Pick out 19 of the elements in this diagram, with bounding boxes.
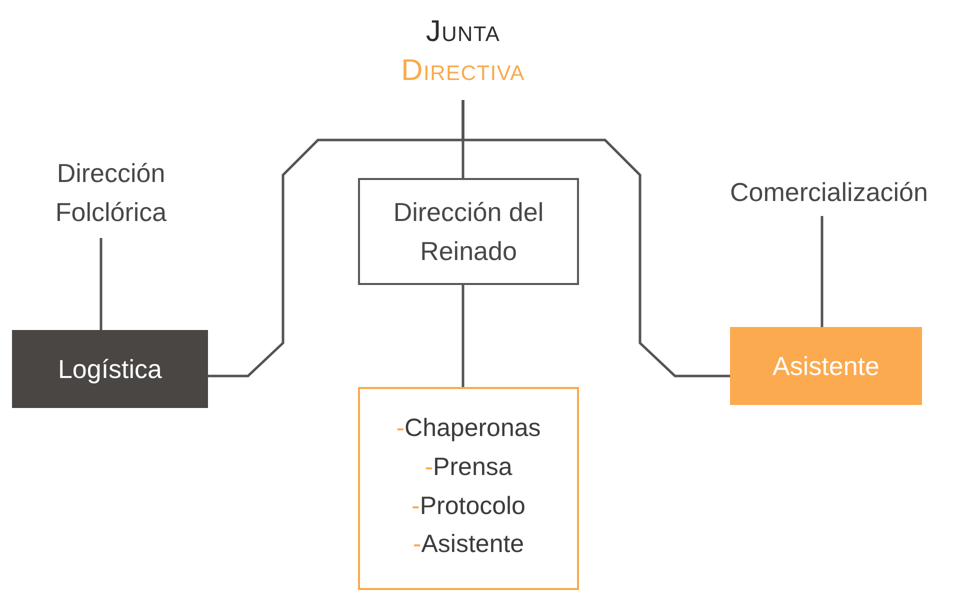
list-box: [358, 387, 579, 590]
process-box: [358, 178, 579, 285]
connector-line: [462, 285, 464, 387]
list-item: -Asistente: [412, 529, 524, 560]
connector-line: [820, 216, 824, 327]
list-item: -Protocolo: [412, 490, 526, 522]
node-label: Dirección Folclórica: [54, 157, 168, 229]
connector-line: [462, 100, 730, 378]
list-item: -Prensa: [424, 452, 512, 483]
heading-text: Junta: [426, 14, 500, 50]
process-box: [730, 327, 922, 405]
connector-line: [100, 238, 102, 330]
node-label: Comercialización: [730, 176, 928, 208]
node-label: Logística: [58, 352, 162, 386]
heading-text: Directiva: [401, 53, 525, 89]
list-item: -Chaperonas: [396, 413, 541, 444]
node-label: Dirección del Reinado: [392, 196, 545, 268]
process-box: [12, 330, 208, 408]
node-label: Asistente: [772, 350, 880, 382]
